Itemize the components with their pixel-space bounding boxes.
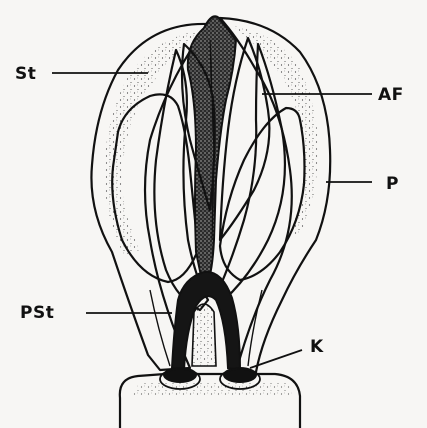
label-af: AF <box>378 85 404 105</box>
receptacle-stipple <box>130 382 292 396</box>
label-st: St <box>15 64 36 84</box>
label-k: K <box>310 337 324 357</box>
label-p: P <box>386 174 399 194</box>
label-pst: PSt <box>20 303 54 323</box>
pseudostigma-inner <box>192 304 216 366</box>
left-strand <box>150 290 170 366</box>
